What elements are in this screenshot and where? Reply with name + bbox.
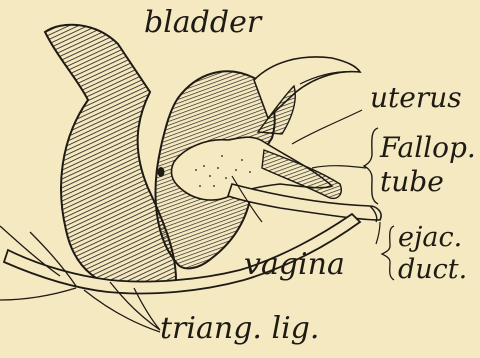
bladder-flap <box>254 57 360 118</box>
label-uterus: uterus <box>370 84 462 112</box>
label-ejac-line1: ejac. <box>398 224 462 251</box>
ejac-leader <box>376 222 380 244</box>
fallop-brace <box>364 128 378 204</box>
label-ejac-line2: duct. <box>398 256 467 283</box>
left-wall <box>45 25 176 288</box>
label-fallop-line2: tube <box>380 168 444 196</box>
orifice <box>158 167 165 177</box>
label-bladder: bladder <box>144 8 261 38</box>
ejac-duct-shape <box>228 184 381 220</box>
label-fallop-line1: Fallop. <box>380 134 476 162</box>
fallop-leader <box>312 166 366 168</box>
uterus-leader <box>292 110 362 144</box>
label-vagina: vagina <box>244 250 345 280</box>
label-triang-lig: triang. lig. <box>160 314 319 344</box>
ejac-brace <box>382 226 394 280</box>
